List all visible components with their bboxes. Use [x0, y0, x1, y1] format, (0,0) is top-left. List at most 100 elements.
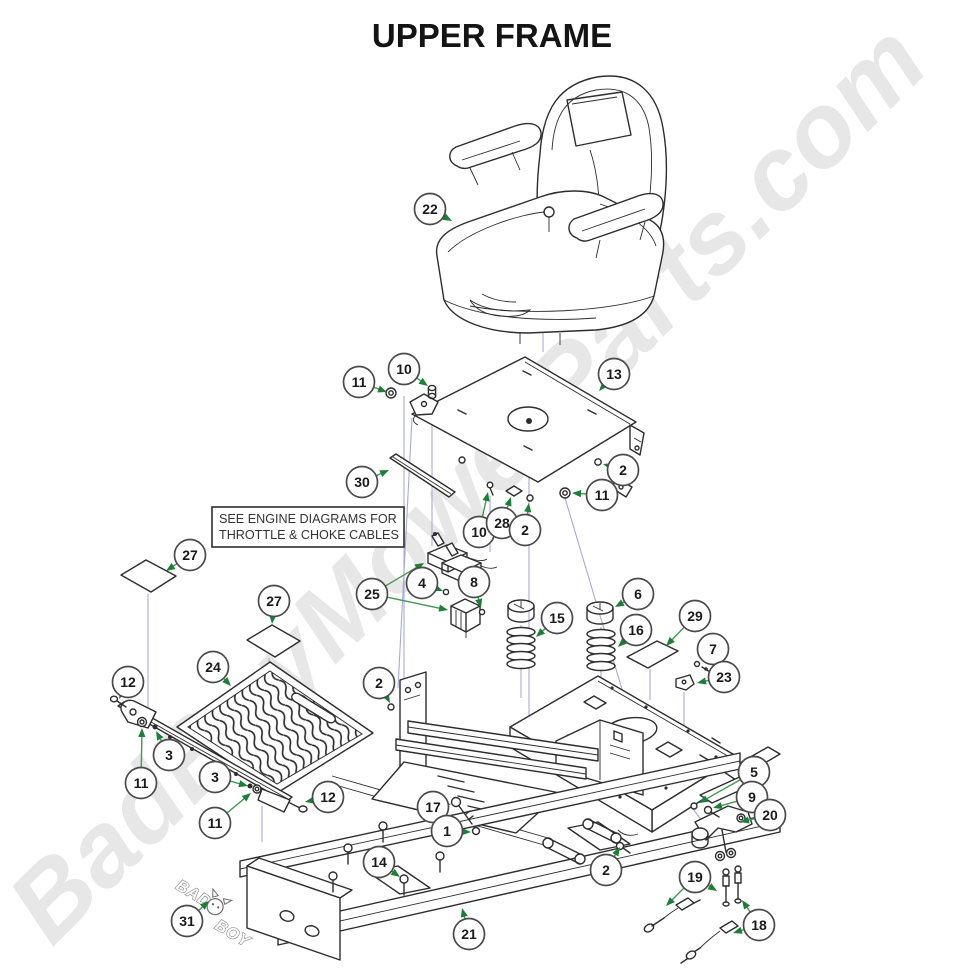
- bracket-23: [675, 674, 695, 691]
- callout-number: 27: [182, 547, 198, 563]
- callout-13-3: 13: [597, 357, 631, 391]
- floor-mat-assembly: [109, 661, 374, 813]
- cable-plugs-vertical: [722, 865, 742, 907]
- callout-number: 20: [762, 807, 778, 823]
- callout-number: 3: [211, 769, 219, 785]
- carriage-bolts: [328, 821, 445, 896]
- callout-circle: [173, 538, 207, 572]
- callout-circle: [152, 738, 186, 772]
- callout-number: 21: [461, 926, 477, 942]
- callout-number: 27: [266, 593, 282, 609]
- callout-number: 1: [443, 823, 451, 839]
- pad-27-mid: [246, 624, 301, 658]
- callout-circle: [311, 780, 345, 814]
- callout-circle: [170, 904, 204, 938]
- cap-6: [586, 601, 614, 625]
- callout-number: 11: [208, 815, 223, 831]
- callout-2-33: 2: [589, 847, 623, 887]
- callout-circle: [345, 465, 379, 499]
- callout-14-31: 14: [362, 845, 400, 879]
- callout-number: 28: [494, 515, 510, 531]
- bolt-9: [703, 805, 720, 818]
- callout-number: 15: [549, 610, 565, 626]
- bracket-20-assembly: [690, 802, 753, 862]
- callout-number: 10: [396, 361, 412, 377]
- bolt-2-frame: [387, 703, 395, 711]
- frame-rails: [239, 752, 781, 961]
- bolt-2-right: [594, 458, 602, 466]
- callout-number: 23: [716, 669, 732, 685]
- pad-27-left: [120, 559, 177, 593]
- callout-3-26: 3: [198, 760, 248, 794]
- callout-11-6: 11: [572, 478, 619, 512]
- callout-circle: [416, 790, 450, 824]
- callout-number: 25: [364, 586, 380, 602]
- callout-17-29: 17: [416, 790, 451, 824]
- callout-number: 3: [165, 747, 173, 763]
- callout-12-27: 12: [305, 780, 345, 814]
- callout-21-32: 21: [452, 908, 486, 951]
- callout-circle: [589, 853, 623, 887]
- pad-28: [505, 485, 523, 497]
- callout-circle: [678, 599, 712, 633]
- callout-16-17: 16: [618, 613, 653, 647]
- relay-part: [450, 598, 481, 638]
- callout-18-38: 18: [733, 900, 776, 942]
- callout-24-21: 24: [196, 650, 231, 686]
- callout-29-18: 29: [666, 599, 712, 646]
- callout-circle: [124, 766, 158, 800]
- callout-number: 2: [521, 522, 529, 538]
- callout-19-37: 19: [666, 860, 717, 906]
- callout-circle: [585, 478, 619, 512]
- callout-circle: [696, 632, 730, 666]
- pad-29: [626, 640, 679, 669]
- callout-circle: [362, 666, 396, 700]
- bolt-2-bottom: [526, 494, 534, 502]
- callout-number: 22: [422, 201, 438, 217]
- callout-circle: [621, 577, 655, 611]
- callout-circle: [430, 814, 464, 848]
- callout-circle: [742, 908, 776, 942]
- callout-circle: [413, 192, 447, 226]
- callout-number: 11: [134, 775, 149, 791]
- callout-11-1: 11: [342, 365, 387, 399]
- screw-8: [478, 608, 486, 616]
- callout-circle: [196, 650, 230, 684]
- cable-assemblies: [643, 865, 742, 964]
- callout-2-23: 2: [362, 666, 396, 703]
- callout-number: 30: [354, 474, 370, 490]
- callout-number: 13: [606, 366, 622, 382]
- spring-15: [506, 626, 536, 670]
- callout-circle: [198, 806, 232, 840]
- washer-11-top: [385, 387, 397, 399]
- screw-4: [442, 588, 450, 596]
- mat-bracket-right: [247, 783, 308, 813]
- callout-number: 6: [634, 586, 642, 602]
- callout-circle: [707, 660, 741, 694]
- washer-11-right: [559, 487, 571, 499]
- callout-circle: [355, 577, 389, 611]
- callout-number: 16: [628, 622, 644, 638]
- callout-number: 18: [751, 917, 767, 933]
- cable-lower: [680, 920, 739, 964]
- engine-note-box: SEE ENGINE DIAGRAMS FOR THROTTLE & CHOKE…: [211, 506, 405, 548]
- callout-number: 12: [320, 789, 336, 805]
- callout-12-22: 12: [111, 665, 145, 699]
- callout-10-2: 10: [387, 352, 428, 386]
- callout-2-9: 2: [508, 503, 542, 547]
- callout-25-12: 25: [355, 563, 448, 612]
- callout-number: 24: [205, 659, 221, 675]
- callout-number: 7: [709, 641, 717, 657]
- spacer-10-top: [427, 384, 437, 400]
- callout-number: 29: [687, 608, 703, 624]
- callout-circle: [387, 352, 421, 386]
- strip-30: [389, 453, 456, 498]
- callout-circle: [678, 860, 712, 894]
- callout-4-13: 4: [405, 566, 443, 600]
- callout-20-36: 20: [740, 798, 787, 832]
- callout-number: 11: [595, 487, 610, 503]
- callout-circle: [405, 566, 439, 600]
- bolt-7: [693, 660, 711, 673]
- callout-circle: [457, 565, 491, 599]
- spring-16: [586, 628, 616, 672]
